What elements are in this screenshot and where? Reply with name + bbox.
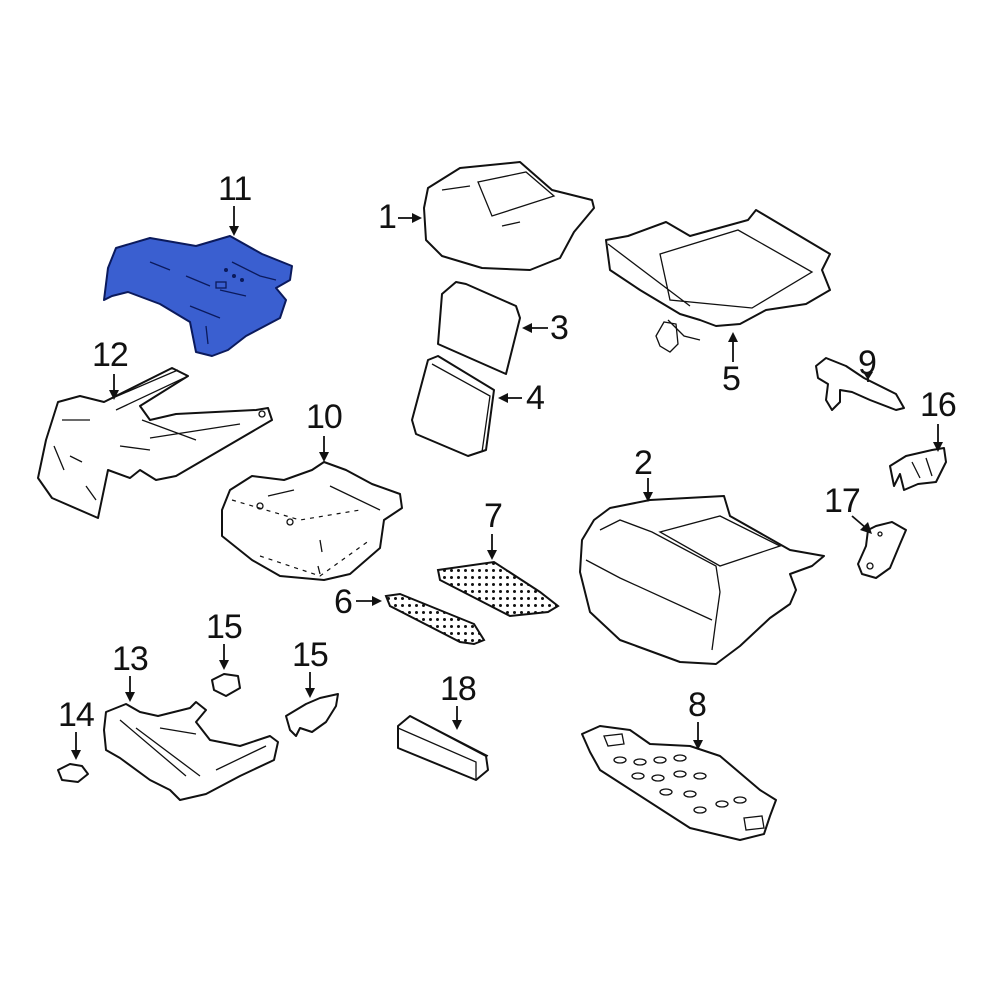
callout-4[interactable]: 4 <box>526 379 545 417</box>
callout-15a[interactable]: 15 <box>206 608 243 646</box>
part-2-seat-cushion-pad[interactable] <box>579 495 825 665</box>
callout-10[interactable]: 10 <box>306 398 343 436</box>
part-6-trim-panel[interactable] <box>384 592 486 646</box>
part-10-cushion-frame[interactable] <box>221 461 403 581</box>
part-8-occupant-sensor-mat[interactable] <box>581 725 777 841</box>
part-11-seat-pan-bracket[interactable] <box>103 235 293 357</box>
callout-9[interactable]: 9 <box>858 344 877 382</box>
part-3-heater-pad[interactable] <box>437 281 521 375</box>
callout-6[interactable]: 6 <box>334 583 353 621</box>
part-12-seat-adjuster-frame[interactable] <box>37 367 273 519</box>
callout-7[interactable]: 7 <box>484 497 503 535</box>
part-5-heater-element[interactable] <box>605 209 831 353</box>
callout-17[interactable]: 17 <box>824 482 861 520</box>
callout-1[interactable]: 1 <box>378 198 397 236</box>
part-18-control-module[interactable] <box>397 715 489 781</box>
leader-lines <box>71 206 943 760</box>
part-7-mesh-panel[interactable] <box>436 560 560 618</box>
part-9-wire-harness-bracket[interactable] <box>815 357 905 411</box>
part-1-seat-cushion-cover[interactable] <box>423 161 595 271</box>
part-15-clip[interactable] <box>211 673 241 697</box>
callout-5[interactable]: 5 <box>722 360 741 398</box>
callout-8[interactable]: 8 <box>688 686 707 724</box>
part-17-bracket[interactable] <box>857 521 907 579</box>
callout-12[interactable]: 12 <box>92 336 129 374</box>
callout-15b[interactable]: 15 <box>292 636 329 674</box>
part-15-cover[interactable] <box>285 693 339 737</box>
part-16-hinge-cover[interactable] <box>889 447 947 491</box>
part-14-end-cap[interactable] <box>57 763 89 783</box>
callout-13[interactable]: 13 <box>112 640 149 678</box>
callout-11[interactable]: 11 <box>218 170 252 208</box>
callout-3[interactable]: 3 <box>550 309 569 347</box>
part-4-cushion-insert[interactable] <box>411 355 495 457</box>
part-13-seat-track[interactable] <box>103 701 279 801</box>
callout-18[interactable]: 18 <box>440 670 477 708</box>
callout-14[interactable]: 14 <box>58 696 95 734</box>
callout-16[interactable]: 16 <box>920 386 957 424</box>
callout-2[interactable]: 2 <box>634 444 653 482</box>
